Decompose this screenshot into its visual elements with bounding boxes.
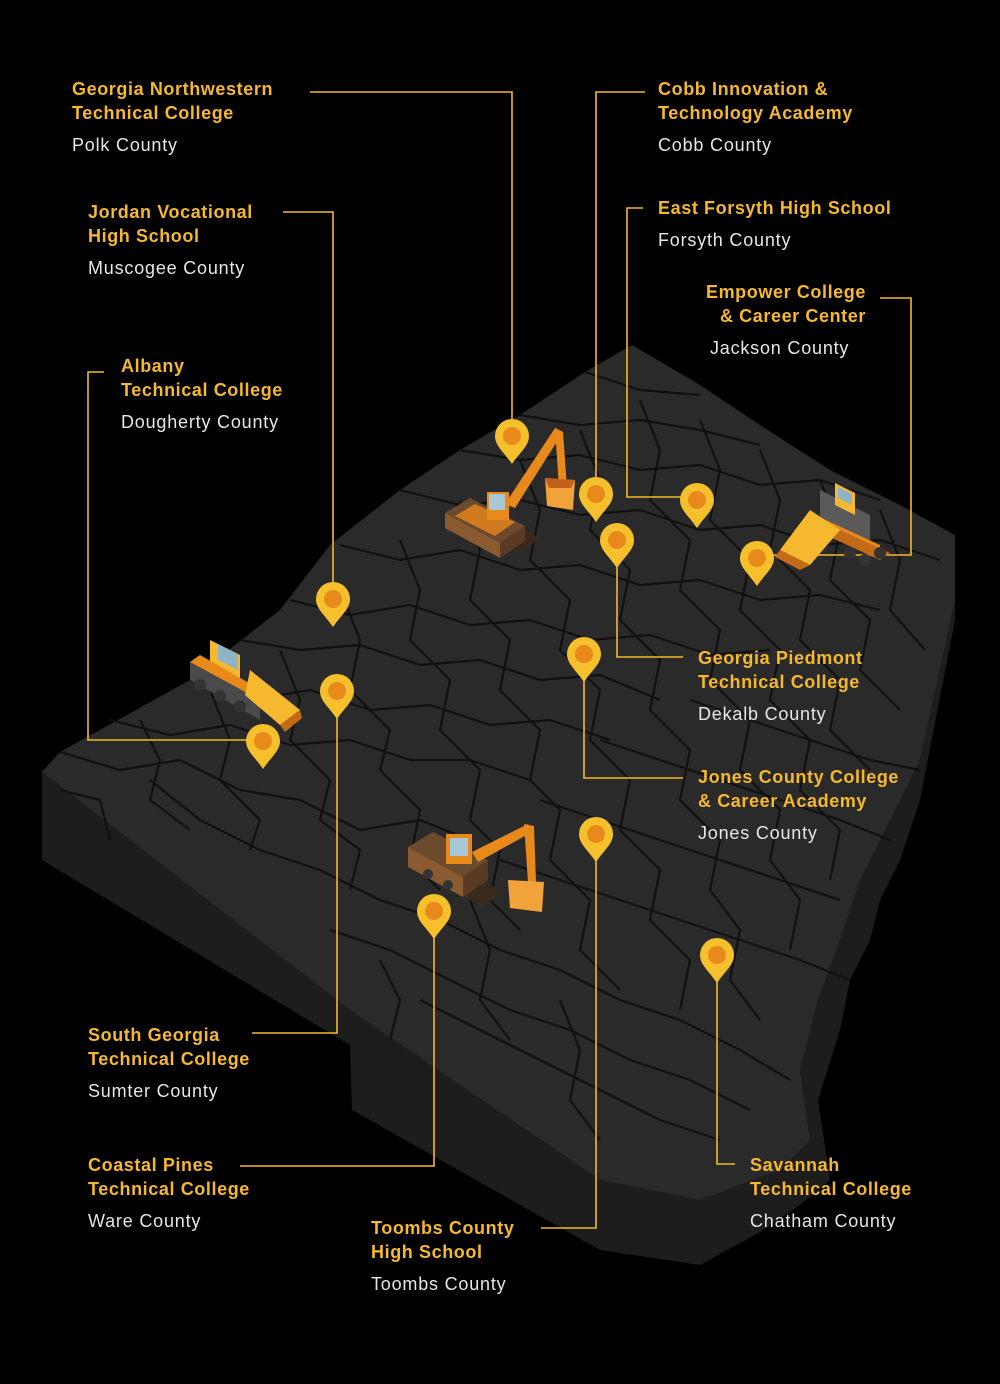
location-county: Jones County [698,823,818,843]
pin-sumter-icon[interactable] [320,674,354,719]
label-chatham: Savannah Technical College Chatham Count… [750,1153,912,1233]
pin-muscogee-icon[interactable] [316,582,350,627]
location-county: Dekalb County [698,704,827,724]
location-name: Jones County College & Career Academy [698,767,900,811]
leader-toombs [541,838,597,1229]
location-name: East Forsyth High School [658,198,892,218]
location-county: Dougherty County [121,412,279,432]
county-boundaries [59,370,941,1142]
label-sumter: South Georgia Technical College Sumter C… [88,1023,250,1103]
location-name: Jordan Vocational High School [88,202,253,246]
pin-jones-icon[interactable] [567,637,601,682]
location-county: Polk County [72,135,178,155]
leader-forsyth [626,207,697,498]
leader-polk [310,91,513,420]
location-county: Toombs County [371,1274,507,1294]
label-toombs: Toombs County High School Toombs County [371,1216,514,1296]
location-name: Empower College & Career Center [705,282,866,326]
leader-cobb [595,91,645,482]
label-cobb: Cobb Innovation & Technology Academy Cob… [658,77,853,157]
leader-jones [583,660,683,779]
location-name: Coastal Pines Technical College [88,1155,250,1199]
location-name: Georgia Northwestern Technical College [72,79,274,123]
location-pins [246,419,774,983]
leader-sumter [252,695,338,1034]
label-ware: Coastal Pines Technical College Ware Cou… [88,1153,250,1233]
location-name: Savannah Technical College [750,1155,912,1199]
excavator-north-icon [445,428,575,558]
location-county: Chatham County [750,1211,897,1231]
pin-toombs-icon[interactable] [579,817,613,862]
pin-dougherty-icon[interactable] [246,724,280,769]
location-county: Cobb County [658,135,772,155]
pin-jackson-icon[interactable] [740,541,774,586]
leader-dougherty [87,371,263,741]
label-jackson: Empower College & Career Center Jackson … [706,280,866,360]
location-name: Cobb Innovation & Technology Academy [658,79,853,123]
location-county: Sumter County [88,1081,219,1101]
leader-ware [240,915,435,1167]
pin-polk-icon[interactable] [495,419,529,464]
leader-dekalb [616,545,683,658]
label-polk: Georgia Northwestern Technical College P… [72,77,273,157]
leader-muscogee [283,211,334,585]
location-county: Ware County [88,1211,202,1231]
map-top-surface [42,345,955,1200]
location-name: Toombs County High School [371,1218,515,1262]
location-name: South Georgia Technical College [88,1025,250,1069]
leader-lines [87,91,912,1229]
label-dekalb: Georgia Piedmont Technical College Dekal… [698,646,863,726]
pin-ware-icon[interactable] [417,894,451,939]
label-muscogee: Jordan Vocational High School Muscogee C… [88,200,253,280]
label-forsyth: East Forsyth High School Forsyth County [658,196,891,252]
bulldozer-northeast-icon [775,483,890,570]
bulldozer-west-icon [190,640,302,732]
location-county: Muscogee County [88,258,246,278]
location-name: Albany Technical College [121,356,283,400]
leader-jackson [758,297,912,556]
leader-chatham [716,958,735,1165]
label-jones: Jones County College & Career Academy Jo… [698,765,899,845]
pin-cobb-icon[interactable] [579,477,613,522]
pin-dekalb-icon[interactable] [600,523,634,568]
location-county: Forsyth County [658,230,792,250]
pin-chatham-icon[interactable] [700,938,734,983]
map-side-wall [42,600,955,1265]
pin-forsyth-icon[interactable] [680,483,714,528]
location-county: Jackson County [709,338,850,358]
label-dougherty: Albany Technical College Dougherty Count… [121,354,283,434]
location-name: Georgia Piedmont Technical College [698,648,863,692]
excavator-south-icon [408,824,544,912]
